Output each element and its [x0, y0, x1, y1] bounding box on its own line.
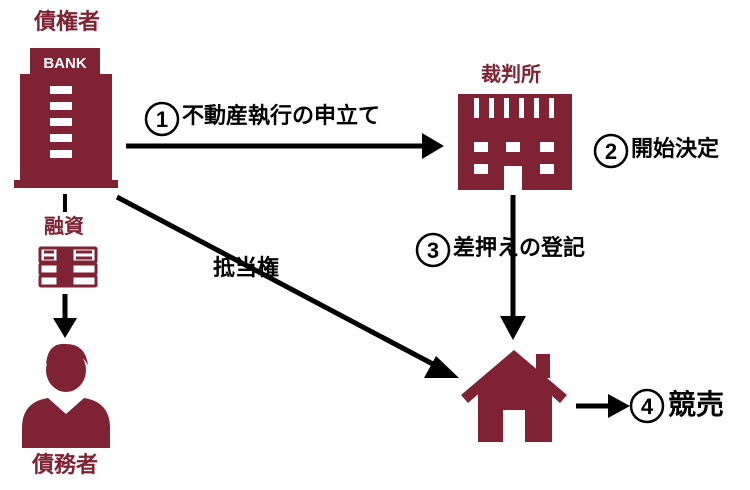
money-stack-icon: [38, 246, 98, 288]
bank-sign: BANK: [43, 55, 86, 72]
arrows: [53, 133, 630, 418]
house-icon: [461, 350, 567, 442]
step-3-number: 3: [427, 238, 439, 263]
debtor-label: 債務者: [32, 453, 99, 478]
step-2-number: 2: [605, 139, 617, 164]
court-label: 裁判所: [481, 62, 541, 86]
step-1-text: 不動産執行の申立て: [182, 104, 381, 129]
person-icon: [22, 343, 110, 448]
step-circles: [144, 101, 665, 424]
step-2-text: 開始決定: [631, 137, 720, 162]
step-1-number: 1: [156, 107, 168, 132]
mortgage-label: 抵当権: [213, 256, 280, 281]
courthouse-icon: [458, 94, 572, 190]
step-4-text: 競売: [668, 388, 725, 421]
bank-building-icon: [14, 48, 118, 188]
loan-label: 融資: [44, 214, 84, 238]
step-3-text: 差押えの登記: [453, 236, 586, 261]
step-4-number: 4: [641, 394, 654, 419]
creditor-label: 債権者: [34, 10, 101, 35]
